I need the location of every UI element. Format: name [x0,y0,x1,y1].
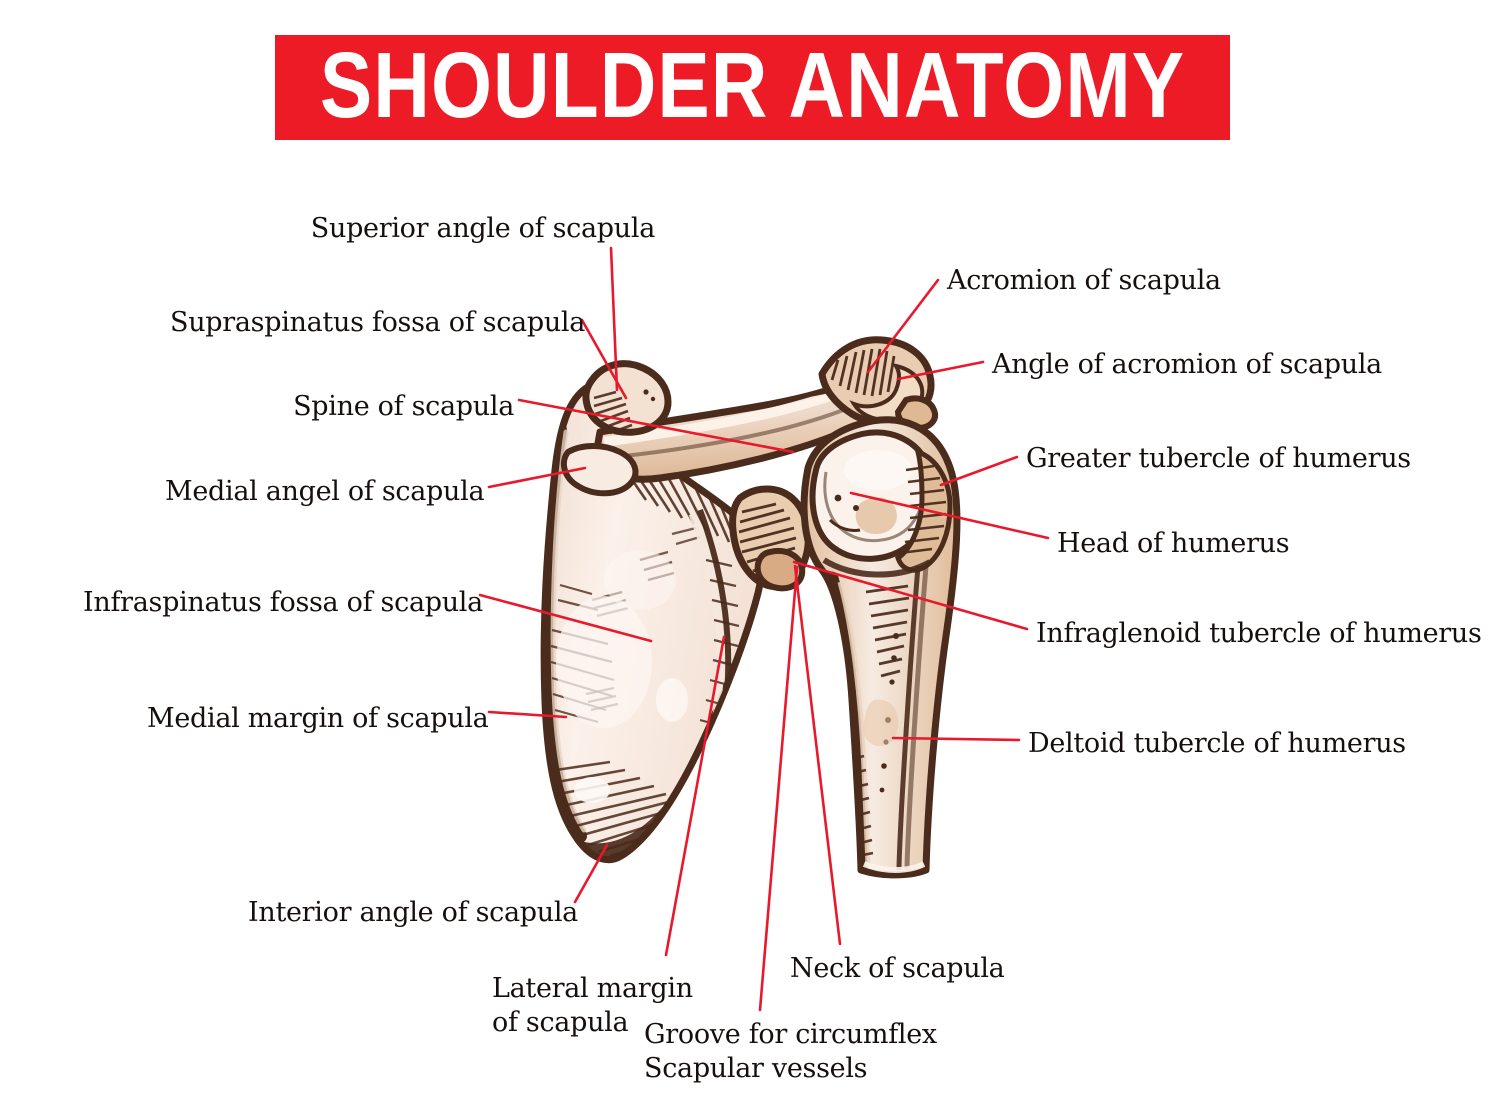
label-text: Head of humerus [1057,528,1290,559]
leader-medial-margin-of-scapula [487,710,568,719]
humerus-shading [809,429,953,874]
label-text: Deltoid tubercle of humerus [1028,728,1406,759]
leader-acromion-of-scapula [866,278,940,374]
label-infraspinatus-fossa-of-scapula: Infraspinatus fossa of scapula [83,586,483,620]
label-text: Greater tubercle of humerus [1026,443,1411,474]
label-text: Medial angel of scapula [165,476,485,507]
label-groove-for-circumflex-scapular-vessels: Groove for circumflex Scapular vessels [644,1018,944,1087]
label-text-line1: Lateral margin [492,973,693,1004]
glenoid-and-neck [729,485,812,592]
label-text: Neck of scapula [790,953,1005,984]
banner-right-notch [275,35,1230,140]
label-neck-of-scapula: Neck of scapula [790,952,1005,986]
leader-lateral-margin-of-scapula [664,635,726,957]
label-greater-tubercle-of-humerus: Greater tubercle of humerus [1026,442,1414,476]
label-interior-angle-of-scapula: Interior angle of scapula [248,896,578,930]
label-text: Spine of scapula [293,391,514,422]
label-medial-angel-of-scapula: Medial angel of scapula [165,475,485,509]
leader-groove-for-circumflex [758,565,799,1012]
bone-group [540,336,961,879]
leader-greater-tubercle-of-humerus [939,455,1019,487]
leader-superior-angle-of-scapula [609,246,619,392]
label-deltoid-tubercle-of-humerus: Deltoid tubercle of humerus [1028,727,1408,761]
label-text: Acromion of scapula [947,265,1221,296]
leader-interior-angle-of-scapula [573,843,609,904]
label-supraspinatus-fossa-of-scapula: Supraspinatus fossa of scapula [170,306,586,340]
spine-of-scapula-and-acromion [592,336,938,483]
leader-head-of-humerus [849,491,1050,540]
leader-medial-angel-of-scapula [487,466,587,489]
leader-infraspinatus-fossa-of-scapula [478,593,653,643]
label-head-of-humerus: Head of humerus [1057,527,1297,561]
scapula-outline [540,379,766,864]
medial-angle-of-scapula [560,443,639,497]
label-text-line2: Scapular vessels [644,1053,868,1085]
label-text-line2: of scapula [492,1007,629,1039]
label-text: Superior angle of scapula [310,213,656,244]
leader-infraglenoid-tubercle [792,560,1029,631]
scapula-body [540,379,766,864]
label-text: Interior angle of scapula [248,897,578,928]
label-spine-of-scapula: Spine of scapula [292,390,514,424]
label-medial-margin-of-scapula: Medial margin of scapula [147,702,489,736]
leader-spine-of-scapula [517,398,795,454]
leader-neck-of-scapula [793,564,842,946]
humerus [800,416,961,879]
label-text: Medial margin of scapula [147,703,489,734]
infraglenoid-tubercle [754,548,806,592]
label-lateral-margin-of-scapula: Lateral margin of scapula [492,972,702,1041]
banner-ribbon-shape [275,35,1230,140]
leader-deltoid-tubercle-of-humerus [891,736,1021,742]
leader-angle-of-acromion-of-scapula [896,360,985,381]
page-title: SHOULDER ANATOMY [319,32,1186,138]
label-text: Angle of acromion of scapula [992,349,1382,380]
label-acromion-of-scapula: Acromion of scapula [947,264,1227,298]
label-infraglenoid-tubercle-of-humerus: Infraglenoid tubercle of humerus [1036,617,1484,651]
leader-supraspinatus-fossa-of-scapula [580,318,628,400]
label-superior-angle-of-scapula: Superior angle of scapula [310,212,656,246]
title-banner: SHOULDER ANATOMY [275,35,1230,140]
label-text: Supraspinatus fossa of scapula [170,307,586,338]
label-text: Infraglenoid tubercle of humerus [1036,618,1482,649]
label-angle-of-acromion-of-scapula: Angle of acromion of scapula [992,348,1382,382]
label-text-line1: Groove for circumflex [644,1019,937,1050]
label-text: Infraspinatus fossa of scapula [83,587,483,618]
